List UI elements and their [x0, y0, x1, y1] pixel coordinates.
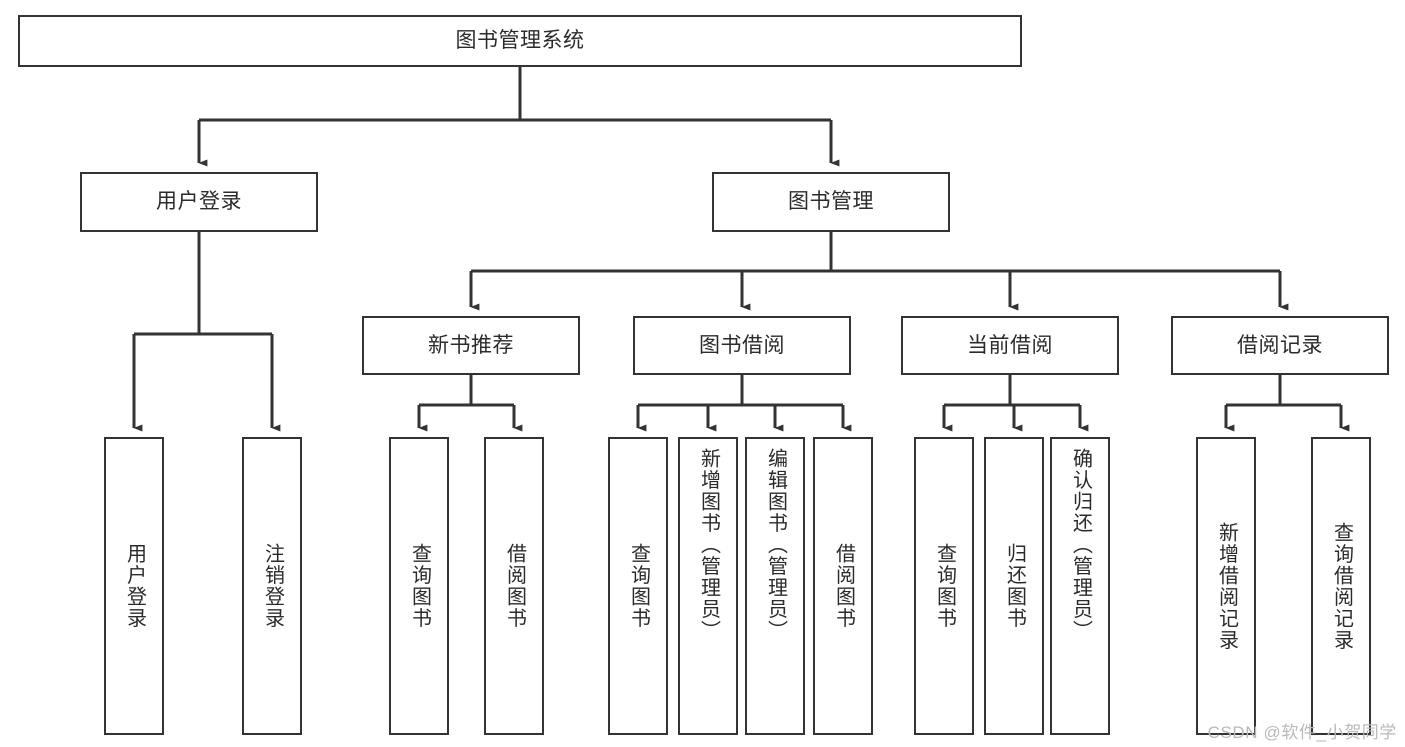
node-leaf-query-book-2[interactable]: 查询图书: [608, 437, 668, 735]
node-leaf-user-login[interactable]: 用户登录: [104, 437, 164, 735]
node-current-borrow-label: 当前借阅: [967, 333, 1053, 357]
node-leaf-user-logout-label: 注销登录: [261, 543, 284, 629]
node-leaf-query-book-3[interactable]: 查询图书: [914, 437, 974, 735]
node-leaf-borrow-book-1-label: 借阅图书: [503, 543, 526, 629]
node-root-label: 图书管理系统: [455, 29, 585, 53]
node-book-borrow-label: 图书借阅: [699, 333, 785, 357]
node-leaf-query-book-1-label: 查询图书: [408, 543, 431, 629]
node-leaf-user-login-label: 用户登录: [123, 543, 146, 629]
node-root[interactable]: 图书管理系统: [18, 15, 1022, 67]
node-new-book-recommend-label: 新书推荐: [428, 333, 514, 357]
node-leaf-query-book-1[interactable]: 查询图书: [389, 437, 449, 735]
node-new-book-recommend[interactable]: 新书推荐: [362, 316, 580, 375]
node-leaf-add-book-label: 新增图书（管理员）: [697, 448, 720, 642]
node-leaf-query-record-label: 查询借阅记录: [1330, 521, 1353, 651]
node-leaf-add-book[interactable]: 新增图书（管理员）: [678, 437, 738, 735]
node-leaf-confirm-return-label: 确认归还（管理员）: [1069, 448, 1092, 642]
node-leaf-query-record[interactable]: 查询借阅记录: [1311, 437, 1371, 735]
node-leaf-borrow-book-1[interactable]: 借阅图书: [484, 437, 544, 735]
node-leaf-return-book-label: 归还图书: [1003, 543, 1026, 629]
node-user-login[interactable]: 用户登录: [80, 172, 318, 232]
node-leaf-borrow-book-2[interactable]: 借阅图书: [813, 437, 873, 735]
node-leaf-borrow-book-2-label: 借阅图书: [832, 543, 855, 629]
node-current-borrow[interactable]: 当前借阅: [901, 316, 1119, 375]
node-leaf-edit-book[interactable]: 编辑图书（管理员）: [745, 437, 805, 735]
node-leaf-edit-book-label: 编辑图书（管理员）: [764, 448, 787, 642]
node-leaf-return-book[interactable]: 归还图书: [984, 437, 1044, 735]
node-leaf-query-book-3-label: 查询图书: [933, 543, 956, 629]
node-leaf-query-book-2-label: 查询图书: [627, 543, 650, 629]
node-borrow-record-label: 借阅记录: [1237, 333, 1323, 357]
node-book-borrow[interactable]: 图书借阅: [633, 316, 851, 375]
node-leaf-add-record-label: 新增借阅记录: [1215, 521, 1238, 651]
node-leaf-confirm-return[interactable]: 确认归还（管理员）: [1050, 437, 1110, 735]
node-leaf-add-record[interactable]: 新增借阅记录: [1196, 437, 1256, 735]
node-borrow-record[interactable]: 借阅记录: [1171, 316, 1389, 375]
node-user-login-label: 用户登录: [156, 190, 242, 214]
node-leaf-user-logout[interactable]: 注销登录: [242, 437, 302, 735]
node-book-management[interactable]: 图书管理: [712, 172, 950, 232]
csdn-watermark: CSDN @软件_小贺同学: [1207, 723, 1397, 742]
node-book-management-label: 图书管理: [788, 190, 874, 214]
